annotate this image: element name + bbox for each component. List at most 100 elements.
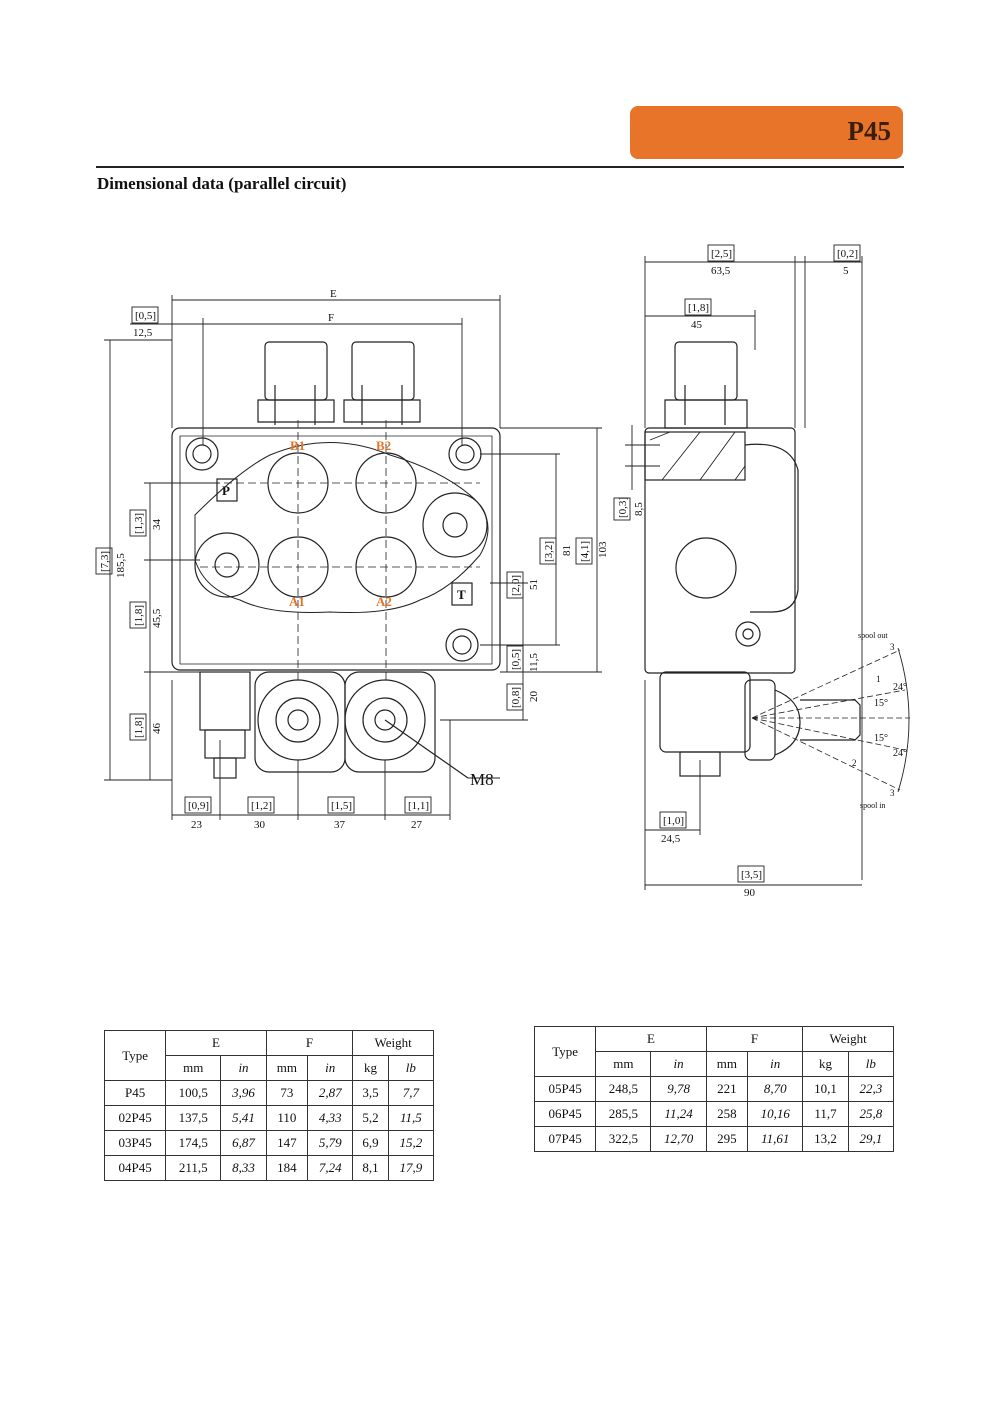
cell-lb: 22,3 <box>847 1076 895 1102</box>
cell-f-in: 4,33 <box>307 1105 354 1131</box>
unit-mm: mm <box>705 1051 749 1077</box>
cell-f-in: 11,61 <box>747 1126 804 1152</box>
cell-lb: 25,8 <box>847 1101 895 1127</box>
cell-type: 07P45 <box>533 1126 597 1152</box>
cell-f-in: 10,16 <box>747 1101 804 1127</box>
model-badge: P45 <box>630 106 903 159</box>
dim-34: 34 <box>151 519 163 531</box>
port-T: T <box>457 587 466 602</box>
side-dim-1-8: [1,8] <box>688 302 709 314</box>
col-F: F <box>705 1026 804 1052</box>
col-type: Type <box>103 1030 167 1081</box>
col-F: F <box>265 1030 354 1056</box>
cell-f-mm: 110 <box>265 1105 309 1131</box>
dim-0-5-b: [0,5] <box>510 649 522 670</box>
spool-pos-2: 2 <box>852 758 857 768</box>
unit-mm: mm <box>265 1055 309 1081</box>
cell-kg: 8,1 <box>352 1155 389 1181</box>
model-badge-label: P45 <box>847 116 892 146</box>
dim-185-5: 185,5 <box>115 553 127 578</box>
spool-in-label: spool in <box>860 801 886 810</box>
col-weight: Weight <box>802 1026 894 1052</box>
angle-24-bottom: 24° <box>893 748 907 759</box>
unit-mm: mm <box>165 1055 222 1081</box>
dim-30: 30 <box>254 819 266 831</box>
unit-in: in <box>747 1051 804 1077</box>
cell-f-mm: 184 <box>265 1155 309 1181</box>
cell-e-in: 3,96 <box>220 1080 267 1106</box>
side-dim-0-2: [0,2] <box>837 248 858 260</box>
unit-kg: kg <box>352 1055 389 1081</box>
angle-15-top: 15° <box>874 698 888 709</box>
side-dim-24-5: 24,5 <box>661 833 681 845</box>
header-rule <box>96 166 904 168</box>
col-E: E <box>165 1030 267 1056</box>
thread-M8: M8 <box>470 770 494 789</box>
spool-pos-3-bottom: 3 <box>890 788 895 798</box>
port-P: P <box>222 483 230 498</box>
cell-e-mm: 248,5 <box>595 1076 652 1102</box>
cell-e-mm: 322,5 <box>595 1126 652 1152</box>
cell-lb: 11,5 <box>387 1105 435 1131</box>
dim-20: 20 <box>528 691 540 703</box>
dim-27: 27 <box>411 819 423 831</box>
unit-mm: mm <box>595 1051 652 1077</box>
unit-in: in <box>307 1055 354 1081</box>
cell-kg: 10,1 <box>802 1076 849 1102</box>
dim-0-5: [0,5] <box>135 310 156 322</box>
dim-23: 23 <box>191 819 203 831</box>
dim-0-8: [0,8] <box>510 687 522 708</box>
dim-4-1: [4,1] <box>579 541 591 562</box>
cell-type: 04P45 <box>103 1155 167 1181</box>
dim-1-1: [1,1] <box>408 800 429 812</box>
port-B2: B2 <box>376 438 391 453</box>
spool-out-label: spool out <box>858 631 888 640</box>
port-B1: B1 <box>290 438 305 453</box>
front-view <box>95 295 602 820</box>
cell-f-mm: 73 <box>265 1080 309 1106</box>
unit-lb: lb <box>847 1051 895 1077</box>
dim-81: 81 <box>561 545 573 556</box>
dim-12-5: 12,5 <box>133 327 153 339</box>
dim-51: 51 <box>528 579 540 590</box>
side-dim-0-3: [0,3] <box>617 497 629 518</box>
cell-lb: 15,2 <box>387 1130 435 1156</box>
dim-1-2: [1,2] <box>251 800 272 812</box>
cell-type: 05P45 <box>533 1076 597 1102</box>
cell-kg: 11,7 <box>802 1101 849 1127</box>
dim-7-3: [7,3] <box>99 551 111 572</box>
cell-lb: 17,9 <box>387 1155 435 1181</box>
spool-pos-3-top: 3 <box>890 642 895 652</box>
cell-f-in: 8,70 <box>747 1076 804 1102</box>
cell-e-in: 8,33 <box>220 1155 267 1181</box>
dim-37: 37 <box>334 819 346 831</box>
dim-103: 103 <box>597 541 609 558</box>
dim-3-2: [3,2] <box>543 541 555 562</box>
dim-2-0: [2,0] <box>510 575 522 596</box>
dim-1-8-b: [1,8] <box>133 717 145 738</box>
cell-f-in: 5,79 <box>307 1130 354 1156</box>
side-dim-90: 90 <box>744 887 756 899</box>
cell-kg: 3,5 <box>352 1080 389 1106</box>
cell-type: 03P45 <box>103 1130 167 1156</box>
cell-f-in: 2,87 <box>307 1080 354 1106</box>
cell-e-in: 12,70 <box>650 1126 707 1152</box>
cell-type: 02P45 <box>103 1105 167 1131</box>
cell-kg: 13,2 <box>802 1126 849 1152</box>
dim-F: F <box>328 312 334 324</box>
side-dim-5: 5 <box>843 265 849 277</box>
cell-e-mm: 137,5 <box>165 1105 222 1131</box>
cell-f-mm: 147 <box>265 1130 309 1156</box>
angle-24-top: 24° <box>893 682 907 693</box>
unit-kg: kg <box>802 1051 849 1077</box>
unit-in: in <box>650 1051 707 1077</box>
col-type: Type <box>533 1026 597 1077</box>
cell-e-in: 11,24 <box>650 1101 707 1127</box>
cell-f-mm: 258 <box>705 1101 749 1127</box>
